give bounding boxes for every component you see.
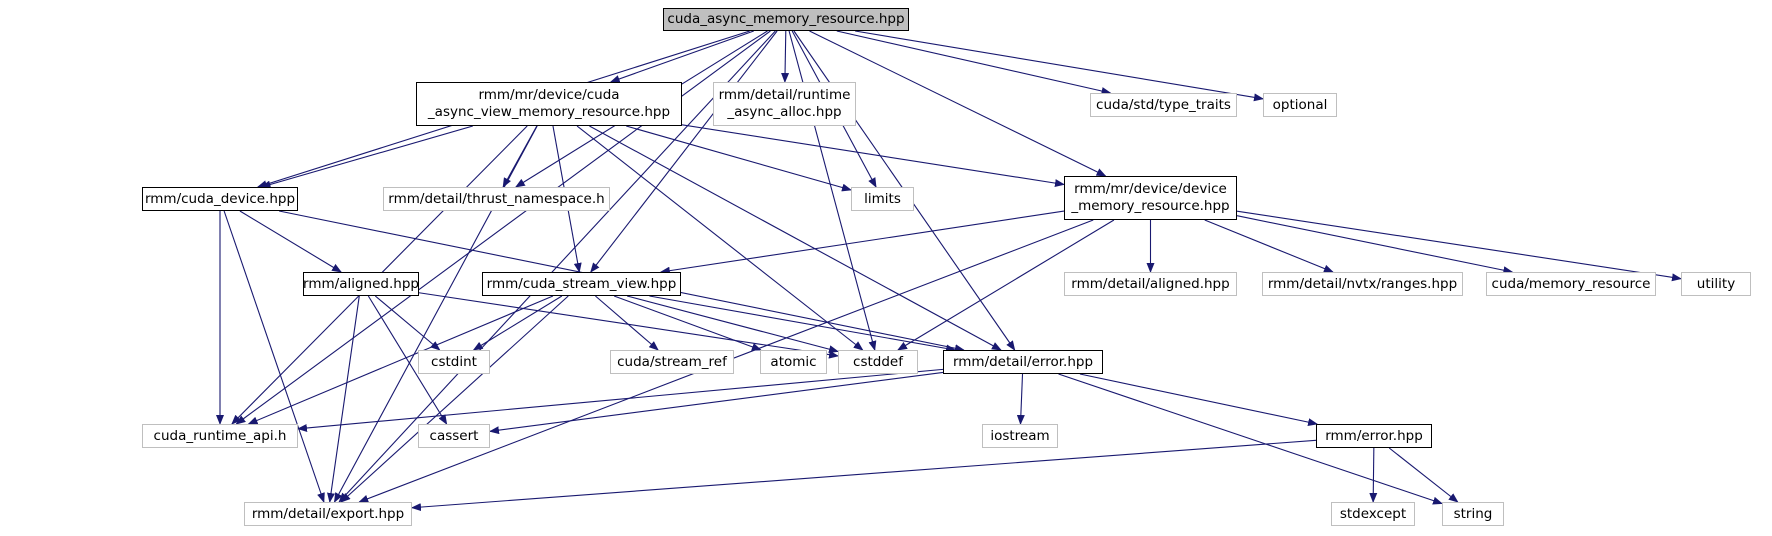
node-cstddef: cstddef <box>838 350 918 374</box>
edge-cuda_device-to-export <box>223 210 325 503</box>
node-cstdint: cstdint <box>418 350 490 374</box>
edge-error_detail-to-error <box>1079 373 1319 427</box>
node-runtime-async-alloc: rmm/detail/runtime _async_alloc.hpp <box>713 82 856 126</box>
node-optional: optional <box>1263 93 1337 117</box>
edge-aligned-to-cstdint <box>374 295 441 351</box>
edge-error_detail-to-runtime_api <box>297 368 944 432</box>
edge-root-to-async_view <box>609 30 754 83</box>
node-cuda-stream-ref: cuda/stream_ref <box>610 350 734 374</box>
node-nvtx-ranges: rmm/detail/nvtx/ranges.hpp <box>1262 272 1463 296</box>
node-rmm-detail-export: rmm/detail/export.hpp <box>244 502 412 526</box>
edge-error_detail-to-cassert <box>489 371 944 435</box>
node-cuda-std-type-traits: cuda/std/type_traits <box>1090 93 1237 117</box>
edge-stream_view-to-atomic <box>613 295 762 351</box>
edge-root-to-stream_view <box>590 30 778 273</box>
edge-device_mr-to-cstddef <box>897 219 1115 351</box>
edge-async_view-to-device_mr <box>681 124 1065 188</box>
edge-root-to-optional <box>855 30 1264 102</box>
node-cuda-async-view-memory-resource[interactable]: rmm/mr/device/cuda _async_view_memory_re… <box>416 82 682 126</box>
edge-stream_view-to-cstdint <box>472 295 563 351</box>
edge-error-to-export <box>411 439 1317 512</box>
edge-root-to-type_traits <box>836 30 1112 95</box>
node-stdexcept: stdexcept <box>1331 502 1415 526</box>
node-iostream: iostream <box>982 424 1058 448</box>
node-utility: utility <box>1681 272 1751 296</box>
node-string: string <box>1442 502 1504 526</box>
edge-cuda_device-to-aligned <box>239 210 342 273</box>
node-device-memory-resource[interactable]: rmm/mr/device/device _memory_resource.hp… <box>1064 176 1237 220</box>
node-cuda-async-memory-resource[interactable]: cuda_async_memory_resource.hpp <box>663 8 909 31</box>
edge-stream_view-to-cstddef <box>626 295 839 354</box>
edge-async_view-to-limits <box>626 125 852 192</box>
edge-error-to-string <box>1388 447 1459 503</box>
node-atomic: atomic <box>760 350 827 374</box>
edge-aligned-to-cassert <box>367 295 448 425</box>
edge-error_detail-to-iostream <box>1016 373 1025 425</box>
edge-async_view-to-cstddef <box>576 125 864 351</box>
edge-async_view-to-cuda_device <box>260 125 473 189</box>
edge-async_view-to-error_detail <box>589 125 1002 351</box>
node-rmm-detail-error[interactable]: rmm/detail/error.hpp <box>943 350 1103 374</box>
edge-stream_view-to-runtime_api <box>247 295 554 425</box>
edge-device_mr-to-utility <box>1236 210 1682 282</box>
edge-root-to-export <box>338 30 776 503</box>
node-cassert: cassert <box>418 424 490 448</box>
node-limits: limits <box>851 187 914 211</box>
edge-error-to-stdexcept <box>1369 447 1378 503</box>
node-cuda-memory-resource: cuda/memory_resource <box>1486 272 1656 296</box>
node-rmm-aligned[interactable]: rmm/aligned.hpp <box>303 272 419 296</box>
edge-stream_view-to-error_detail <box>649 295 957 353</box>
edge-stream_view-to-stream_ref <box>595 295 659 351</box>
node-thrust-namespace: rmm/detail/thrust_namespace.h <box>383 187 610 211</box>
node-cuda-runtime-api: cuda_runtime_api.h <box>142 424 298 448</box>
edge-device_mr-to-nvtx <box>1204 219 1334 273</box>
node-rmm-cuda-device[interactable]: rmm/cuda_device.hpp <box>142 187 298 211</box>
edge-stream_view-to-export <box>340 295 569 503</box>
node-rmm-error[interactable]: rmm/error.hpp <box>1316 424 1432 448</box>
edge-root-to-runtime_alloc <box>781 30 790 83</box>
edge-device_mr-to-stream_view <box>659 210 1065 275</box>
edge-error_detail-to-string <box>1058 373 1443 505</box>
node-rmm-cuda-stream-view[interactable]: rmm/cuda_stream_view.hpp <box>482 272 681 296</box>
edge-root-to-device_mr <box>809 30 1107 177</box>
edge-aligned-to-export <box>327 295 360 503</box>
node-detail-aligned: rmm/detail/aligned.hpp <box>1064 272 1237 296</box>
edge-device_mr-to-memory_resource <box>1236 215 1514 275</box>
